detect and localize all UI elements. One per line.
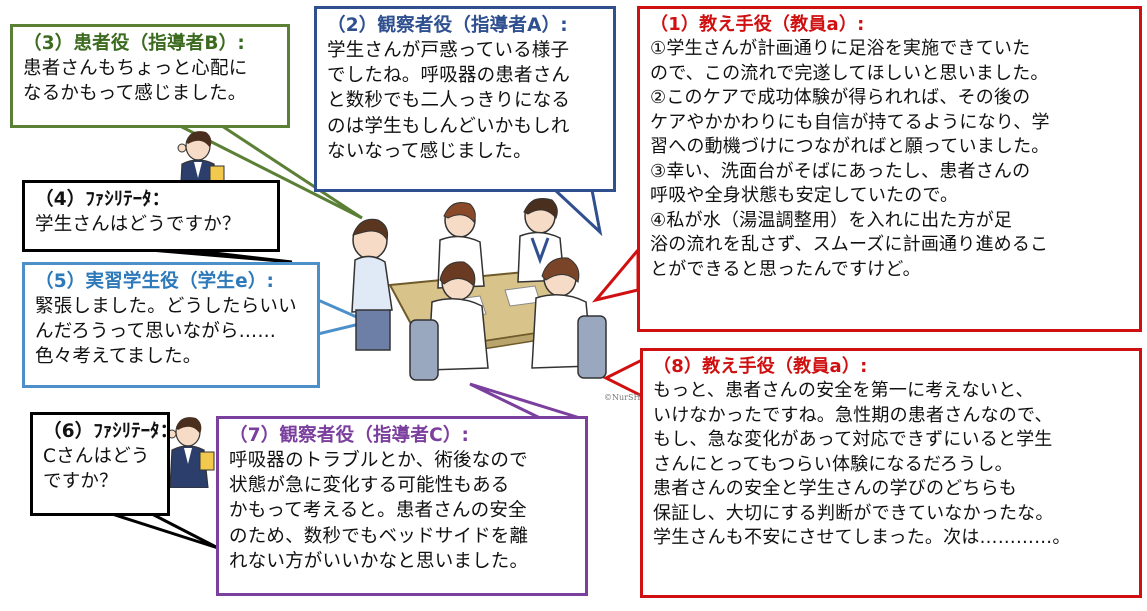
bubble-line: ケアやかかわりにも自信が持てるようになり、学: [650, 111, 1050, 133]
bubble-line: 患者さんもちょっと心配に: [23, 58, 248, 80]
bubble-line: Cさんはどう: [43, 446, 150, 468]
bubble-teacher-role-1: （1）教え手役（教員a）: ①学生さんが計画通りに足浴を実施できていた ので、こ…: [637, 6, 1142, 332]
bubble-facilitator-4: （4）ﾌｧｼﾘﾃｰﾀ： 学生さんはどうですか？: [22, 180, 280, 252]
bubble-line: なるかもって感じました。: [23, 83, 247, 105]
bubble-line: いけなかったですね。急性期の患者さんなので、: [653, 404, 1053, 426]
bubble-heading: （1）教え手役（教員a）:: [650, 14, 865, 35]
bubble-line: 呼吸器のトラブルとか、術後なので: [229, 450, 528, 472]
bubble-line: 学生さんはどうですか？: [35, 214, 241, 236]
bubble-line: とができると思ったんですけど。: [650, 258, 921, 280]
bubble-student-role-e: （5）実習学生役（学生e）: 緊張しました。どうしたらいい んだろうって思いなが…: [22, 262, 320, 388]
bubble-heading: （3）患者役（指導者B）:: [23, 33, 245, 54]
bubble-line: 学生さんが戸惑っている様子: [327, 40, 570, 62]
nurse-front-right: [531, 257, 607, 379]
nurse-front-left: [409, 261, 489, 381]
bubble-line: もし、急な変化があって対応できずにいると学生: [653, 429, 1053, 451]
bubble-line: ④私が水（湯温調整用）を入れに出た方が足: [650, 209, 1013, 231]
bubble-line: のため、数秒でもベッドサイドを離: [229, 525, 529, 547]
bubble-line: ②このケアで成功体験が得られれば、その後の: [650, 87, 1031, 109]
bubble-line: もっと、患者さんの安全を第一に考えないと、: [653, 380, 1034, 402]
bubble-line: ①学生さんが計画通りに足浴を実施できていた: [650, 38, 1031, 60]
tail-b6: [111, 512, 219, 550]
bubble-heading: （6）ﾌｧｼﾘﾃｰﾀ：: [43, 421, 179, 442]
bubble-line: 緊張しました。どうしたらいい: [35, 296, 297, 318]
bubble-line: さんにとってもつらい体験になるだろうし。: [653, 453, 1013, 475]
bubble-teacher-role-8: （8）教え手役（教員a）: もっと、患者さんの安全を第一に考えないと、 いけなか…: [640, 348, 1142, 598]
bubble-line: 学生さんも不安にさせてしまった。次は…………。: [653, 527, 1071, 549]
bubble-heading: （5）実習学生役（学生e）:: [35, 271, 275, 292]
bubble-observer-role-a: （2）観察者役（指導者A）: 学生さんが戸惑っている様子 でしたね。呼吸器の患者…: [314, 6, 616, 192]
nurses-meeting-illustration: [351, 198, 607, 381]
bubble-line: かもって考えると。患者さんの安全: [229, 500, 527, 522]
bubble-heading: （2）観察者役（指導者A）:: [327, 15, 568, 36]
bubble-line: 状態が急に変化する可能性もある: [229, 475, 510, 497]
bubble-observer-role-c: （7）観察者役（指導者C）: 呼吸器のトラブルとか、術後なので 状態が急に変化す…: [216, 416, 588, 596]
bubble-line: と数秒でも二人っきりになる: [327, 90, 571, 112]
bubble-line: 呼吸や全身状態も安定していたので。: [650, 185, 959, 207]
bubble-line: 浴の流れを乱さず、スムーズに計画通り進めるこ: [650, 234, 1049, 256]
bubble-line: ないなって感じました。: [327, 140, 532, 162]
bubble-heading: （4）ﾌｧｼﾘﾃｰﾀ：: [35, 189, 171, 210]
bubble-line: れない方がいいかなと思いました。: [229, 550, 529, 572]
bubble-line: 習への動機づけにつながればと願っていました。: [650, 136, 1050, 158]
bubble-line: でしたね。呼吸器の患者さん: [327, 65, 571, 87]
bubble-heading: （7）観察者役（指導者C）:: [229, 425, 470, 446]
bubble-line: のは学生もしんどいかもしれ: [327, 115, 570, 137]
bubble-heading: （8）教え手役（教員a）:: [653, 356, 868, 377]
facilitator-figure-bottom: [167, 417, 215, 488]
bubble-patient-role-b: （3）患者役（指導者B）: 患者さんもちょっと心配に なるかもって感じました。: [10, 24, 290, 128]
bubble-line: ですか？: [43, 471, 118, 493]
bubble-line: 患者さんの安全と学生さんの学びのどちらも: [653, 478, 1017, 500]
nurse-left: [351, 218, 393, 351]
bubble-line: 保証し、大切にする判断ができていなかったな。: [653, 502, 1054, 524]
tail-b8: [602, 357, 644, 399]
bubble-line: 色々考えてました。: [35, 346, 202, 368]
bubble-line: んだろうって思いながら……: [35, 321, 277, 343]
bubble-line: ので、この流れで完遂してほしいと思いました。: [650, 62, 1049, 84]
bubble-line: ③幸い、洗面台がそばにあったし、患者さんの: [650, 160, 1031, 182]
bubble-facilitator-6: （6）ﾌｧｼﾘﾃｰﾀ： Cさんはどう ですか？: [30, 412, 179, 516]
